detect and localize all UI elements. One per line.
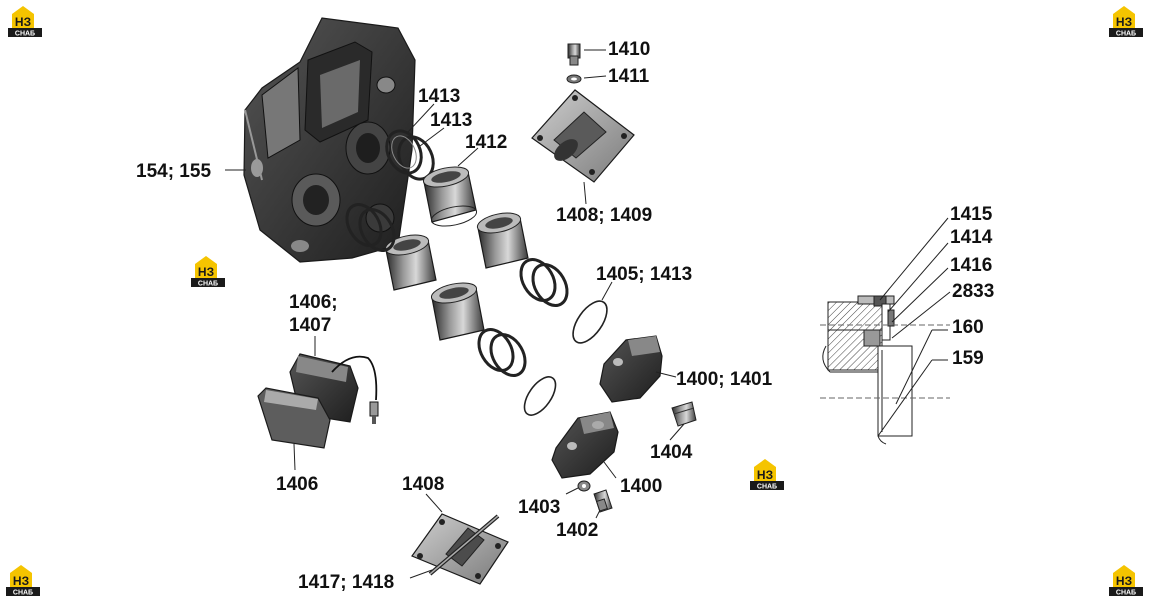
part-labels: 154; 155 1413 1413 1412 1410 1411 1408; … — [136, 39, 994, 593]
brake-pads-pair — [257, 353, 379, 449]
housing-upper-part — [599, 335, 663, 403]
logo-caption: СНАБ — [1116, 590, 1136, 597]
label-body: 154; 155 — [136, 161, 211, 182]
logo-caption: СНАБ — [13, 590, 33, 597]
label-cover-bottom: 1408 — [402, 474, 444, 495]
piston-middle-right — [476, 212, 529, 269]
piston-top — [422, 166, 478, 227]
leader-lines — [225, 49, 951, 579]
label-section-2833: 2833 — [952, 281, 994, 302]
label-section-160: 160 — [952, 317, 984, 338]
label-cover-top: 1408; 1409 — [556, 205, 652, 226]
label-pin: 1404 — [650, 442, 693, 463]
logo-caption: СНАБ — [198, 281, 218, 288]
logo-letters: НЗ — [198, 265, 214, 279]
seal-rings-right — [519, 258, 569, 307]
label-pads-pair-2: 1407 — [289, 315, 331, 336]
label-section-1416: 1416 — [950, 255, 992, 276]
logo-letters: НЗ — [15, 15, 31, 29]
cross-section-view — [820, 295, 950, 445]
housing-lower-part — [551, 411, 619, 479]
bleed-screw-part — [567, 43, 581, 66]
logo-watermark-top-right: НЗ СНАБ — [1109, 6, 1143, 38]
label-bleed-washer: 1411 — [608, 66, 650, 87]
washer-part-1411 — [566, 74, 582, 84]
logo-caption: СНАБ — [15, 31, 35, 38]
cover-bottom-part — [411, 513, 509, 585]
label-section-1415: 1415 — [950, 204, 993, 225]
caliper-body-part — [243, 17, 416, 263]
label-housing-upper: 1400; 1401 — [676, 369, 773, 390]
seal-rings-left — [345, 203, 396, 252]
pin-part-1404 — [671, 401, 697, 427]
logo-letters: НЗ — [1116, 574, 1132, 588]
logo-letters: НЗ — [1116, 15, 1132, 29]
label-bleed-screw: 1410 — [608, 39, 650, 60]
bolt-part-1402 — [593, 489, 613, 513]
label-ring-top-b: 1413 — [430, 110, 472, 131]
washer-part-1403 — [577, 480, 591, 492]
label-pad-single: 1406 — [276, 474, 318, 495]
logo-letters: НЗ — [13, 574, 29, 588]
label-housing-lower: 1400 — [620, 476, 662, 497]
o-ring-1405 — [572, 300, 608, 344]
logo-watermark-mid-left: НЗ СНАБ — [191, 256, 225, 288]
seal-rings-lower — [477, 328, 527, 377]
logo-watermark-mid-right: НЗ СНАБ — [750, 459, 784, 491]
label-cover-bottom-parts: 1417; 1418 — [298, 572, 394, 593]
piston-bottom — [430, 282, 485, 341]
label-piston-top: 1412 — [465, 132, 507, 153]
cover-top-part — [531, 89, 635, 183]
label-section-1414: 1414 — [950, 227, 993, 248]
logo-letters: НЗ — [757, 468, 773, 482]
logo-caption: СНАБ — [757, 484, 777, 491]
label-pads-pair: 1406; — [289, 292, 338, 313]
label-ring-top-a: 1413 — [418, 86, 460, 107]
label-section-159: 159 — [952, 348, 984, 369]
o-ring-lower — [523, 376, 557, 416]
logo-watermark-top-left: НЗ СНАБ — [8, 6, 42, 38]
logo-watermark-bottom-left: НЗ СНАБ — [6, 565, 40, 597]
label-washer: 1403 — [518, 497, 560, 518]
label-seal-ring: 1405; 1413 — [596, 264, 692, 285]
logo-watermark-bottom-right: НЗ СНАБ — [1109, 565, 1143, 597]
logo-caption: СНАБ — [1116, 31, 1136, 38]
label-bolt: 1402 — [556, 520, 598, 541]
